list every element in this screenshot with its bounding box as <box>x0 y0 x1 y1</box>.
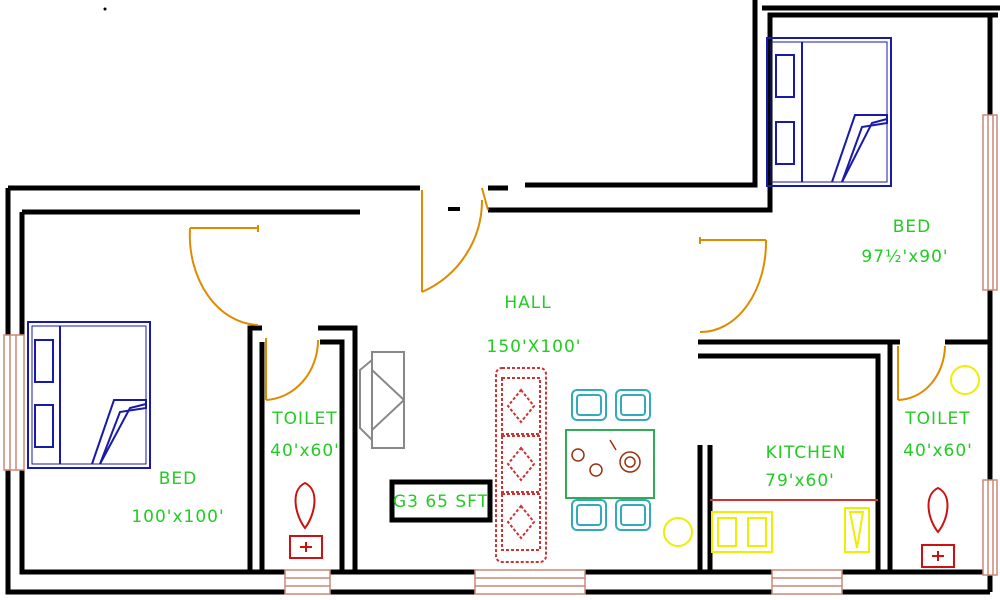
toilet-left-door <box>265 338 320 401</box>
area-box <box>389 479 493 523</box>
bed-right-name: BED <box>893 217 932 237</box>
kitchen-dims: 79'x60' <box>765 471 835 491</box>
toilet-left-wall-right <box>318 325 358 572</box>
inner-wall-top-right <box>488 12 998 213</box>
toilet-right-door <box>897 345 946 401</box>
toilet-right-sink <box>950 365 980 395</box>
toilet-left-wall-right-inner <box>320 339 345 572</box>
corner-dot <box>103 7 107 11</box>
toilet-right-name: TOILET <box>904 409 970 429</box>
hall-name: HALL <box>504 293 551 313</box>
windows <box>3 114 998 595</box>
entrance-mark <box>448 207 460 211</box>
main-door <box>421 187 489 293</box>
window-right-top <box>982 114 998 291</box>
inner-wall-left <box>19 212 990 575</box>
window-bottom-toilet <box>284 569 331 595</box>
kitchen-name: KITCHEN <box>766 443 847 463</box>
hall-dims: 150'X100' <box>487 337 582 357</box>
walls <box>5 0 1000 595</box>
bed-left-furniture <box>27 321 151 469</box>
tv-unit <box>359 351 405 449</box>
kitchen-fixtures <box>663 499 878 553</box>
window-right-bottom <box>982 479 998 576</box>
toilet-left-name: TOILET <box>271 409 337 429</box>
dining-set <box>565 389 655 531</box>
toilet-left-walls <box>247 325 262 572</box>
window-bottom-kitchen <box>771 569 843 595</box>
toilet-left-fixtures <box>289 481 323 559</box>
bed-left-name: BED <box>159 469 198 489</box>
toilet-right-fixtures <box>921 486 955 568</box>
bed-right-dims: 97½'x90' <box>861 247 948 267</box>
toilet-right-dims: 40'x60' <box>903 441 973 461</box>
outer-wall-top-right <box>525 0 758 188</box>
toilet-left-dims: 40'x60' <box>270 441 340 461</box>
bed-right-door <box>699 237 768 334</box>
bed-right-furniture <box>766 37 892 187</box>
window-left <box>3 334 25 471</box>
bed-left-door <box>188 225 259 326</box>
area-label: G3 65 SFT <box>393 492 489 512</box>
outer-wall-left <box>5 188 990 595</box>
doors <box>188 187 946 401</box>
kitchen-wall-top-inner <box>698 353 881 572</box>
bed-left-dims: 100'x100' <box>131 507 224 527</box>
sofa <box>495 367 547 563</box>
window-bottom-hall <box>474 569 586 595</box>
